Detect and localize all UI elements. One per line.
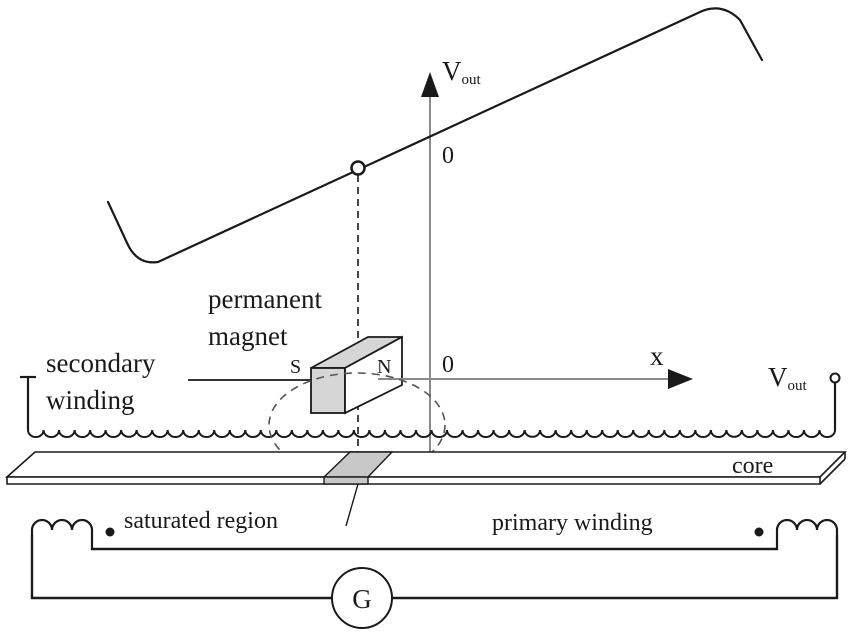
x-axis-origin-label: 0 (442, 352, 454, 378)
graph-y-axis-label: Vout (442, 56, 482, 88)
secondary-winding-label-line1: secondary (46, 348, 156, 378)
primary-inner-wire (90, 547, 779, 551)
secondary-winding-coil (27, 429, 836, 438)
graph-y-axis-arrowhead (421, 72, 439, 97)
x-axis-arrowhead (668, 369, 693, 389)
magnet-front-face (310, 367, 346, 414)
core-top-face (4, 451, 847, 478)
primary-winding-left-coil (30, 518, 94, 548)
operating-point-marker (350, 160, 366, 176)
saturated-region-edge (323, 476, 369, 485)
primary-winding-right-coil (775, 518, 839, 548)
ac-generator (331, 567, 393, 629)
primary-winding-label: primary winding (492, 510, 653, 536)
core-label: core (732, 453, 773, 479)
x-axis-label: x (650, 341, 664, 371)
core-front-edge (6, 476, 821, 485)
magnet-side-face (344, 335, 403, 415)
secondary-winding-label-line2: winding (46, 385, 135, 415)
magnet-south-label: S (290, 356, 301, 378)
primary-left-polarity-dot (105, 527, 115, 537)
magnet-north-label: N (377, 356, 391, 378)
vout-terminal (829, 372, 841, 384)
vout-terminal-label: Vout (768, 362, 808, 394)
vout-curve (106, 7, 764, 264)
primary-outer-wire-left (30, 535, 332, 600)
saturated-region-label: saturated region (124, 508, 278, 534)
permanent-magnet-label-line2: magnet (208, 321, 288, 351)
magnetic-field-ellipse (268, 372, 446, 478)
generator-label: G (352, 584, 372, 614)
permanent-magnet-label-line1: permanent (208, 284, 322, 314)
primary-outer-wire-right (392, 535, 839, 600)
saturated-region-leader (345, 483, 359, 527)
primary-right-polarity-dot (754, 527, 764, 537)
permanent-magnet (310, 335, 403, 415)
core-right-bottom-edge (819, 458, 846, 485)
graph-origin-label: 0 (442, 143, 454, 169)
